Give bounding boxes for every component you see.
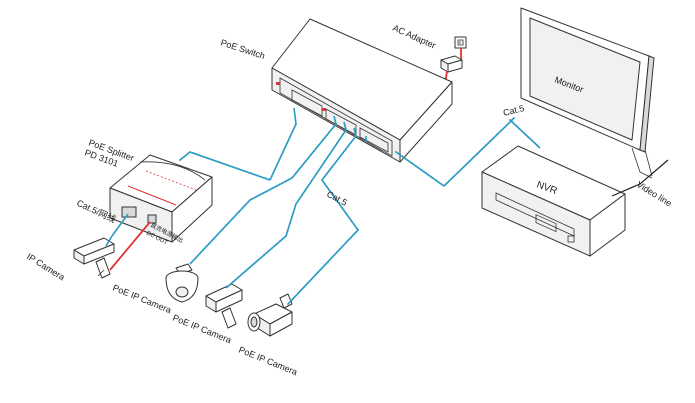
ip-camera	[73, 237, 115, 279]
video-line-cable	[611, 159, 669, 197]
ac-adapter-label: AC Adapter	[391, 23, 437, 51]
cable-switch-to-box	[225, 129, 347, 289]
cat5-top-label: Cat.5	[502, 103, 525, 118]
dc-out-wire	[109, 221, 151, 271]
cable-switch-to-nvr-b	[509, 119, 541, 149]
video-line-label: Video line	[635, 179, 674, 208]
monitor	[520, 7, 655, 179]
cable-switch-to-splitter	[179, 123, 297, 181]
poe-splitter	[109, 154, 213, 243]
cat5-mid-label: Cat.5	[325, 189, 349, 208]
cable-switch-to-bullet	[287, 135, 359, 305]
poe-box-camera	[205, 283, 243, 329]
poe-switch	[271, 18, 453, 163]
poe-switch-label: PoE Switch	[219, 37, 266, 61]
cable-splitter-to-camera	[105, 213, 129, 247]
ip-camera-label: IP Camera	[25, 251, 67, 282]
poe-camera-1-label: PoE IP Camera	[111, 283, 173, 316]
poe-bullet-camera	[247, 293, 293, 337]
power-outlet-icon	[454, 36, 467, 49]
nvr	[481, 145, 626, 257]
cable-switch-to-dome	[189, 123, 337, 265]
ac-adapter	[440, 55, 463, 73]
poe-dome-camera	[165, 263, 199, 303]
poe-camera-3-label: PoE IP Camera	[237, 345, 299, 378]
